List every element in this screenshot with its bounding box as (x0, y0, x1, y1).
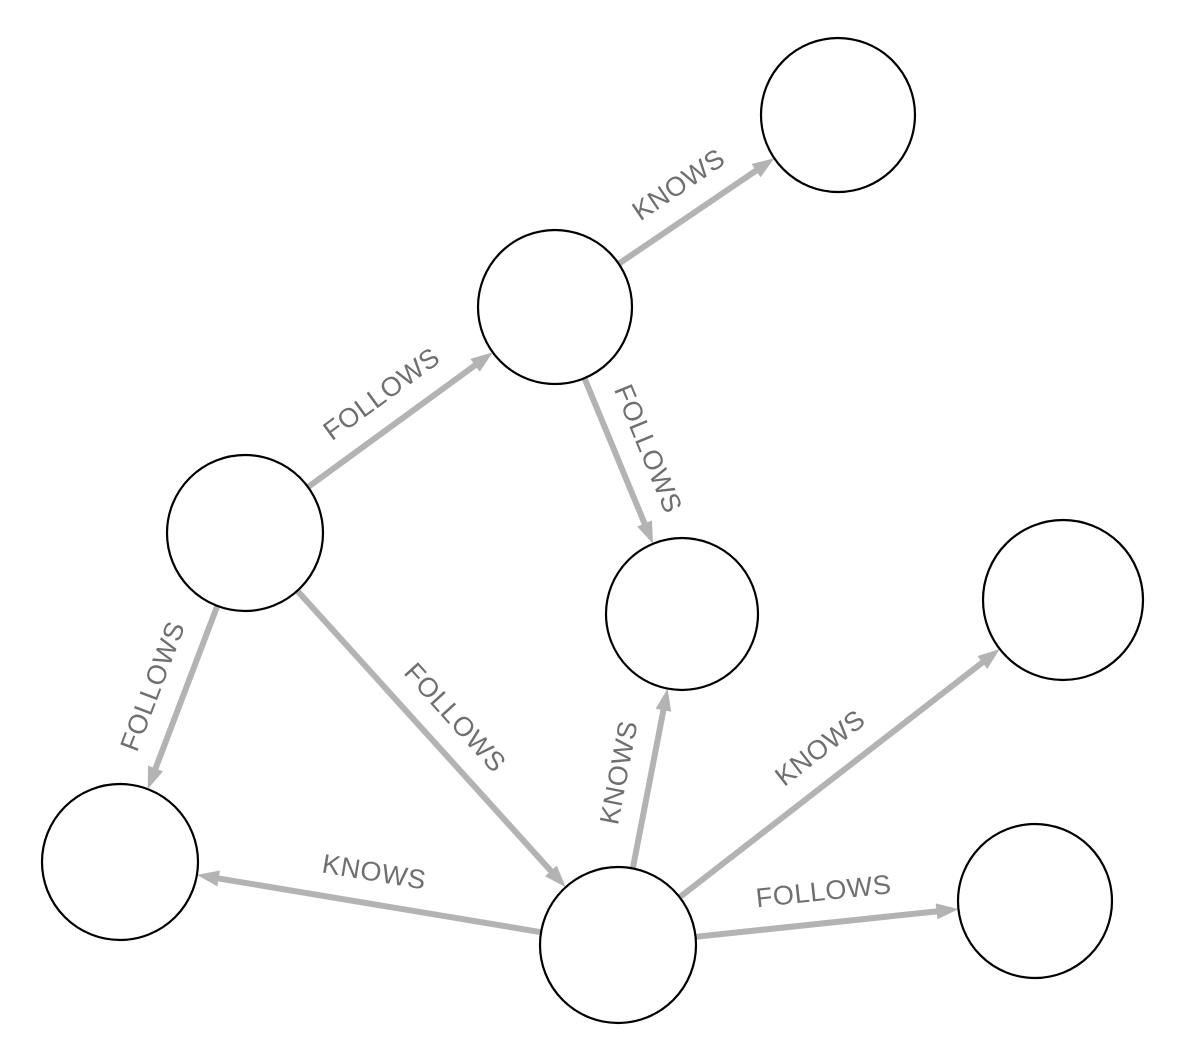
edge-arrowhead-icon (544, 865, 566, 888)
graph-node[interactable] (956, 822, 1114, 980)
graph-edge[interactable] (581, 377, 653, 544)
edge-arrowhead-icon (655, 688, 672, 712)
node-circle[interactable] (956, 822, 1114, 980)
graph-edge[interactable] (295, 588, 566, 888)
edge-line (581, 377, 649, 529)
edge-label: FOLLOWS (754, 869, 893, 913)
edge-label: KNOWS (627, 143, 731, 227)
edge-line (617, 165, 762, 267)
edge-arrowhead-icon (935, 903, 959, 920)
graph-node[interactable] (40, 782, 200, 942)
graph-node[interactable] (604, 536, 760, 692)
edge-arrowhead-icon (196, 870, 220, 887)
graph-edge[interactable] (677, 649, 1000, 900)
edge-label: KNOWS (594, 718, 643, 827)
edge-line (151, 604, 221, 774)
graph-node[interactable] (476, 228, 634, 386)
edge-line (677, 657, 988, 900)
edge-label: FOLLOWS (608, 380, 688, 517)
node-circle[interactable] (981, 518, 1145, 682)
edge-arrowhead-icon (470, 352, 493, 372)
graph-edge[interactable] (695, 903, 959, 940)
edge-line (629, 705, 668, 869)
edge-line (695, 907, 941, 940)
edge-line (306, 360, 481, 490)
graph-node[interactable] (759, 36, 917, 194)
edge-line (295, 588, 556, 876)
edge-arrowhead-icon (637, 520, 653, 544)
edge-label: FOLLOWS (114, 617, 190, 755)
node-circle[interactable] (40, 782, 200, 942)
edge-arrowhead-icon (751, 158, 775, 178)
graph-edge[interactable] (629, 688, 672, 869)
graph-edge[interactable] (617, 158, 775, 267)
edge-arrowhead-icon (147, 765, 163, 790)
edge-arrowhead-icon (977, 649, 1000, 669)
graph-node[interactable] (538, 865, 698, 1025)
graph-edge[interactable] (196, 870, 542, 936)
edge-label: KNOWS (769, 704, 870, 792)
node-circle[interactable] (759, 36, 917, 194)
edge-label: KNOWS (320, 849, 429, 896)
node-circle[interactable] (604, 536, 760, 692)
edges-layer (147, 158, 1000, 940)
node-circle[interactable] (538, 865, 698, 1025)
graph-node[interactable] (981, 518, 1145, 682)
graph-edge[interactable] (147, 604, 221, 790)
graph-node[interactable] (165, 453, 325, 613)
node-circle[interactable] (165, 453, 325, 613)
edge-line (214, 874, 542, 936)
graph-edge[interactable] (306, 352, 493, 490)
nodes-layer (40, 36, 1145, 1025)
node-circle[interactable] (476, 228, 634, 386)
